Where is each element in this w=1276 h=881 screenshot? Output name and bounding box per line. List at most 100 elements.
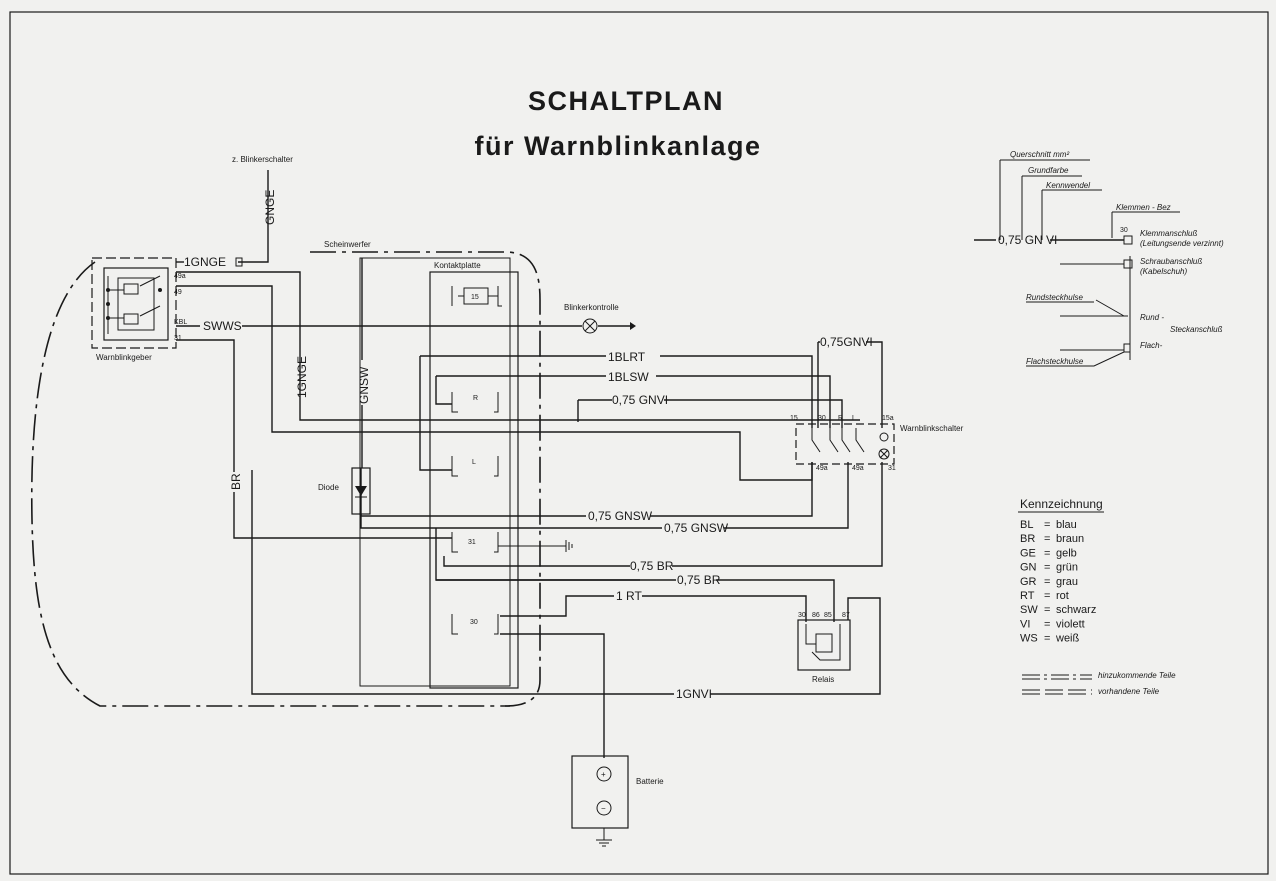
key-grundfarbe: Grundfarbe: [1028, 166, 1069, 175]
wire-label-075-gnsw-b: 0,75 GNSW: [664, 521, 729, 535]
blinkerkontrolle-label: Blinkerkontrolle: [564, 303, 619, 312]
diagram-title: SCHALTPLAN: [528, 86, 724, 116]
legend-code: BR: [1020, 533, 1035, 545]
sheet-border: [9, 11, 1269, 875]
warnblinkschalter: 15 30 R L 15a 49a 49a 31 Warnblinkschalt…: [790, 415, 964, 472]
kontakt-30: 30: [451, 614, 499, 635]
schalter-pin-l: L: [852, 415, 856, 422]
legend-color-name: violett: [1056, 618, 1085, 630]
wire-label-gnsw-vertical: GNSW: [357, 366, 371, 404]
key-rundsteckhulse: Rundsteckhulse: [1026, 293, 1083, 302]
relais-pin-87: 87: [842, 612, 850, 619]
legend-equals: =: [1044, 590, 1050, 602]
schalter-pin-15: 15: [790, 415, 798, 422]
wire-label-075-br-a: 0,75 BR: [630, 559, 674, 573]
legend-color-name: weiß: [1055, 633, 1080, 645]
key-schraubanschluss: Schraubanschluß: [1140, 257, 1202, 266]
legend-line-existing: vorhandene Teile: [1098, 687, 1160, 696]
legend-equals: =: [1044, 576, 1050, 588]
legend-code: RT: [1020, 590, 1035, 602]
wire-label-075-br-b: 0,75 BR: [677, 573, 721, 587]
schalter-pin-49a-1: 49a: [816, 465, 828, 472]
wire-label-1blsw: 1BLSW: [608, 370, 649, 384]
batterie-plus-icon: +: [601, 770, 606, 779]
legend-equals: =: [1044, 562, 1050, 574]
key-klemmen-bez: Klemmen - Bez: [1116, 203, 1171, 212]
wire-key-diagram: Querschnitt mm² Grundfarbe Kennwendel Kl…: [974, 150, 1224, 367]
legend: Kennzeichnung BL=blauBR=braunGE=gelbGN=g…: [1018, 497, 1176, 696]
wire-label-075-gnvi-mid: 0,75 GNVI: [612, 393, 668, 407]
relais-pin-86: 86: [812, 612, 820, 619]
geber-pin-49a: 49a: [174, 273, 186, 280]
schalter-pin-49a-2: 49a: [852, 465, 864, 472]
legend-heading: Kennzeichnung: [1020, 497, 1103, 511]
kontakt-r: R: [451, 392, 499, 413]
kontaktplatte-box: [429, 271, 519, 689]
headlight-reflector: [359, 257, 511, 687]
legend-equals: =: [1044, 519, 1050, 531]
wire-label-1gnge: 1GNGE: [184, 255, 226, 269]
key-example: 0,75 GN VI: [998, 233, 1057, 247]
kontakt-31: 31: [451, 532, 566, 553]
legend-code: GE: [1020, 547, 1036, 559]
batterie-minus-icon: −: [601, 804, 606, 813]
key-steckanschluss: Steckanschluß: [1170, 325, 1223, 334]
svg-text:30: 30: [470, 619, 478, 626]
legend-code: BL: [1020, 519, 1033, 531]
schalter-pin-r: R: [838, 415, 843, 422]
legend-line-new: hinzukommende Teile: [1098, 671, 1176, 680]
warnblinkgeber-label: Warnblinkgeber: [96, 353, 152, 362]
legend-code: VI: [1020, 618, 1030, 630]
diode-label: Diode: [318, 483, 339, 492]
wire-label-1gnge-vertical: 1GNGE: [295, 356, 309, 398]
legend-color-name: blau: [1056, 519, 1077, 531]
svg-text:L: L: [472, 459, 476, 466]
batterie-label: Batterie: [636, 777, 664, 786]
key-flachsteckhulse: Flachsteckhulse: [1026, 357, 1084, 366]
key-kennwendel: Kennwendel: [1046, 181, 1090, 190]
geber-pin-31: 31: [174, 335, 182, 342]
legend-equals: =: [1044, 547, 1050, 559]
legend-code: GN: [1020, 562, 1037, 574]
svg-text:31: 31: [468, 539, 476, 546]
legend-color-name: braun: [1056, 533, 1084, 545]
schalter-pin-31: 31: [888, 465, 896, 472]
blinkerkontrolle-lamp-icon: [582, 318, 598, 334]
zum-blinkerschalter-label: z. Blinkerschalter: [232, 155, 293, 164]
key-pin30: 30: [1120, 227, 1128, 234]
legend-color-name: rot: [1056, 590, 1069, 602]
legend-color-name: grün: [1056, 562, 1078, 574]
kontakt-l: L: [451, 456, 499, 477]
key-rund: Rund -: [1140, 313, 1164, 322]
legend-equals: =: [1044, 533, 1050, 545]
kontakt-15: 15: [451, 286, 502, 307]
legend-equals: =: [1044, 604, 1050, 616]
relais: 30 86 85 87 Relais: [797, 612, 851, 684]
legend-color-name: schwarz: [1056, 604, 1096, 616]
wire-label-br-vertical: BR: [229, 473, 243, 490]
outline-new-parts: [30, 261, 510, 707]
key-klemmanschluss: Klemmanschluß: [1140, 229, 1197, 238]
relais-pin-30: 30: [798, 612, 806, 619]
relais-label: Relais: [812, 675, 834, 684]
key-querschnitt: Querschnitt mm²: [1010, 150, 1069, 159]
warnblinkschalter-label: Warnblinkschalter: [900, 424, 964, 433]
batterie: + − Batterie: [571, 755, 664, 847]
kontaktplatte-label: Kontaktplatte: [434, 261, 481, 270]
geber-pin-kbl: KBL: [174, 319, 187, 326]
diagram-subtitle: für Warnblinkanlage: [474, 131, 761, 161]
wire-label-075-gnvi-top: 0,75GNVI: [820, 335, 873, 349]
legend-code: GR: [1020, 576, 1037, 588]
relais-pin-85: 85: [824, 612, 832, 619]
wire-label-swws: SWWS: [203, 319, 242, 333]
legend-equals: =: [1044, 633, 1050, 645]
wire-label-1blrt: 1BLRT: [608, 350, 646, 364]
legend-equals: =: [1044, 618, 1050, 630]
schalter-pin-15a: 15a: [882, 415, 894, 422]
svg-text:15: 15: [471, 294, 479, 301]
key-flach: Flach-: [1140, 341, 1163, 350]
legend-color-name: grau: [1056, 576, 1078, 588]
wire-label-1rt: 1 RT: [616, 589, 642, 603]
scheinwerfer-outline: [310, 251, 541, 707]
warnblinkgeber: Warnblinkgeber 49a 49 KBL 31: [91, 257, 187, 362]
